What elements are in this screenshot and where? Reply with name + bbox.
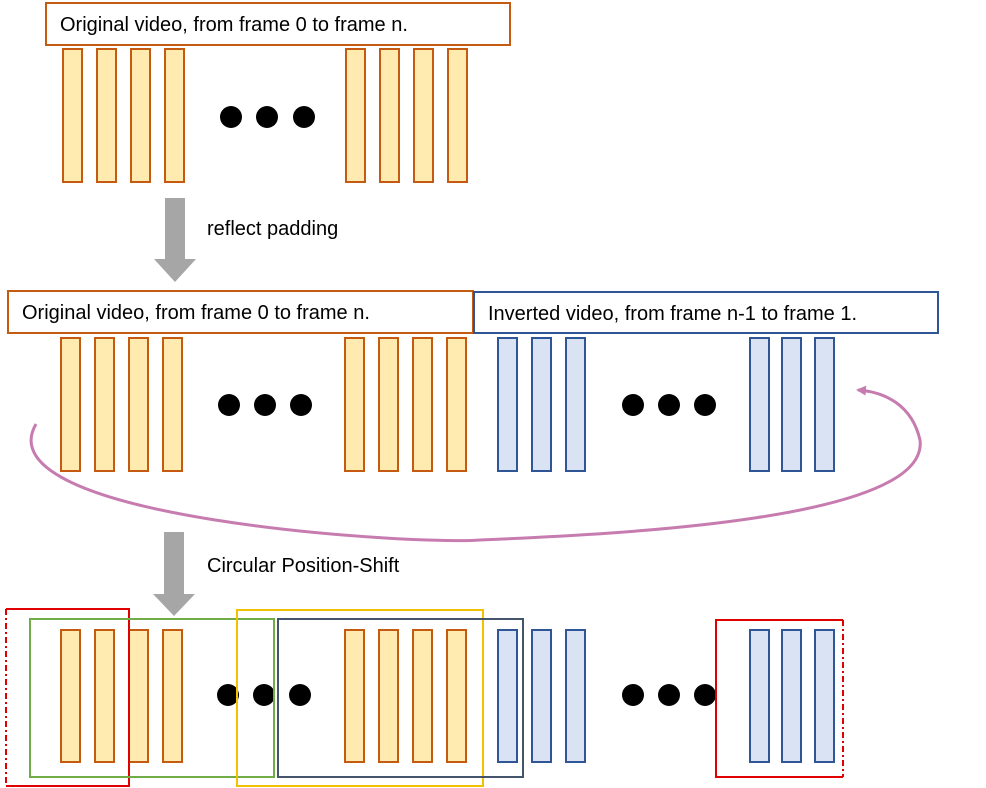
blue-frame [565, 337, 586, 472]
orange-frame [94, 629, 115, 763]
ellipsis-dot [658, 394, 680, 416]
ellipsis-dot [622, 394, 644, 416]
orange-frame [94, 337, 115, 472]
ellipsis-dot [694, 684, 716, 706]
ellipsis-dot [293, 106, 315, 128]
label-original-mid: Original video, from frame 0 to frame n. [22, 302, 370, 324]
row-1-frames [62, 48, 468, 183]
row-3-frames [60, 629, 835, 763]
orange-frame [379, 48, 400, 183]
blue-frame [814, 337, 835, 472]
circular-arrow-icon [30, 385, 922, 543]
label-box-inverted-mid-border [473, 291, 939, 334]
blue-frame [749, 629, 770, 763]
orange-frame [60, 629, 81, 763]
window-green [29, 618, 275, 778]
ellipsis-dot [218, 394, 240, 416]
row-2-frames [60, 337, 835, 472]
ellipsis-dot [254, 394, 276, 416]
label-box-original-mid: Original video, from frame 0 to frame n. [7, 290, 474, 334]
ellipsis-dot [256, 106, 278, 128]
blue-frame [749, 337, 770, 472]
orange-frame [62, 48, 83, 183]
orange-frame [378, 337, 399, 472]
orange-frame [378, 629, 399, 763]
blue-frame [781, 629, 802, 763]
label-circular-shift: Circular Position-Shift [207, 555, 400, 577]
down-arrow-shape [154, 198, 196, 282]
label-box-original-mid-border [7, 290, 474, 334]
ellipsis-dot [220, 106, 242, 128]
blue-frame [531, 629, 552, 763]
ellipsis-row-3-orange [217, 684, 311, 706]
label-box-original-top: Original video, from frame 0 to frame n. [45, 2, 511, 46]
ellipsis-dot [290, 394, 312, 416]
down-arrow-shape [153, 532, 195, 616]
ellipsis-dot [253, 684, 275, 706]
ellipsis-dot [289, 684, 311, 706]
ellipsis-row-2-orange [218, 394, 312, 416]
orange-frame [130, 48, 151, 183]
orange-frame [446, 337, 467, 472]
orange-frame [413, 48, 434, 183]
down-arrow-icon [153, 532, 195, 616]
shift-windows [5, 608, 844, 787]
orange-frame [128, 629, 149, 763]
orange-frame [344, 337, 365, 472]
blue-frame [781, 337, 802, 472]
blue-frame [814, 629, 835, 763]
ellipsis-dot [622, 684, 644, 706]
label-original-top: Original video, from frame 0 to frame n. [60, 14, 408, 36]
down-arrow-icon [154, 198, 196, 282]
blue-frame [497, 337, 518, 472]
blue-frame [497, 629, 518, 763]
label-box-inverted-mid: Inverted video, from frame n-1 to frame … [473, 291, 939, 334]
window-navy [277, 618, 524, 778]
orange-frame [412, 337, 433, 472]
window-red-left [6, 608, 130, 787]
orange-frame [446, 629, 467, 763]
ellipsis-dot [217, 684, 239, 706]
orange-frame [162, 629, 183, 763]
orange-frame [96, 48, 117, 183]
ellipsis-row-1 [220, 106, 315, 128]
orange-frame [60, 337, 81, 472]
orange-frame [164, 48, 185, 183]
ellipsis-row-3-blue [622, 684, 716, 706]
label-box-original-top-border [45, 2, 511, 46]
label-inverted-mid: Inverted video, from frame n-1 to frame … [488, 303, 857, 325]
ellipsis-row-2-blue [622, 394, 716, 416]
ellipsis-dot [658, 684, 680, 706]
orange-frame [128, 337, 149, 472]
window-yellow [236, 609, 484, 787]
orange-frame [345, 48, 366, 183]
ellipsis-dot [694, 394, 716, 416]
blue-frame [531, 337, 552, 472]
orange-frame [162, 337, 183, 472]
window-red-right [715, 619, 843, 778]
blue-frame [565, 629, 586, 763]
orange-frame [412, 629, 433, 763]
orange-frame [344, 629, 365, 763]
orange-frame [447, 48, 468, 183]
label-reflect-padding: reflect padding [207, 218, 338, 240]
